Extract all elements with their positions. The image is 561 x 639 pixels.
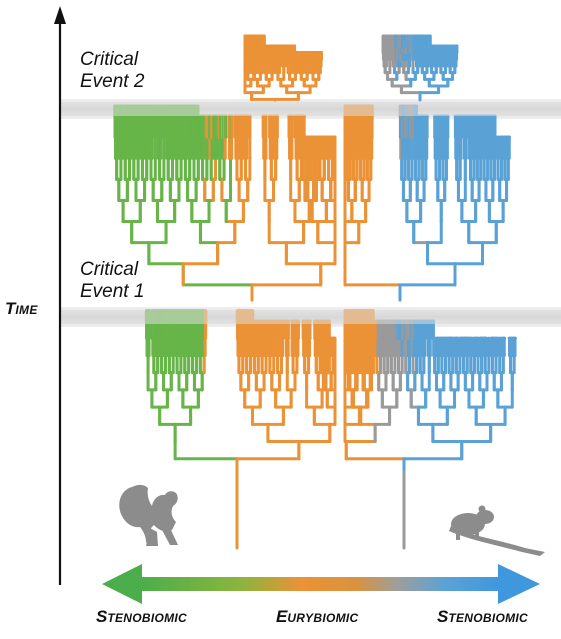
diagram: Critical Event 2 Critical Event 1 TIME S… (0, 0, 561, 634)
diagram-canvas (0, 0, 561, 634)
